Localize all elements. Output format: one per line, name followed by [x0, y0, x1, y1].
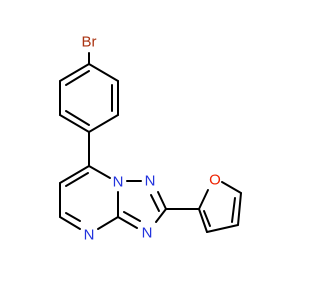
ring-bond: [155, 208, 167, 223]
ring-bond: [117, 216, 138, 229]
ring-bond: [59, 216, 81, 230]
ring-bond: [59, 63, 90, 82]
ring-bond: [206, 224, 239, 233]
atom-label-bromine: Br: [82, 34, 97, 51]
ring-bond-double: [123, 211, 141, 222]
atom-label-n-triazole-lower: N: [142, 225, 153, 242]
triazole-ring: [117, 180, 167, 229]
ring-bond: [88, 63, 119, 82]
ring-bond: [221, 181, 242, 194]
pyrimidine-ring: [59, 165, 119, 230]
atom-label-n-triazole: N: [145, 173, 156, 190]
ring-bond: [88, 114, 119, 133]
ring-bond: [237, 192, 242, 226]
atom-label-oxygen: O: [209, 172, 221, 189]
ring-bond-double: [231, 197, 236, 223]
atom-label-n-pyrimidine: N: [84, 227, 95, 244]
ring-bond-double: [65, 70, 90, 86]
ring-bond: [88, 165, 111, 179]
ring-bond: [157, 191, 167, 210]
ring-bond-double: [65, 110, 90, 126]
ring-bond-double: [65, 212, 81, 222]
ring-bond-double: [203, 210, 211, 227]
molecule-structure-diagram: Br N N N N O: [59, 34, 242, 244]
ring-bond-double: [150, 194, 160, 212]
atom-label-n-bridge: N: [113, 174, 124, 191]
bromophenyl-ring: [59, 52, 119, 133]
ring-bond-double: [65, 172, 89, 187]
ring-bond: [97, 216, 119, 230]
ring-bond: [59, 114, 90, 133]
furan-ring: [198, 181, 242, 233]
ring-bond: [59, 165, 90, 184]
ring-bond: [198, 189, 209, 210]
ring-bond: [198, 208, 208, 233]
